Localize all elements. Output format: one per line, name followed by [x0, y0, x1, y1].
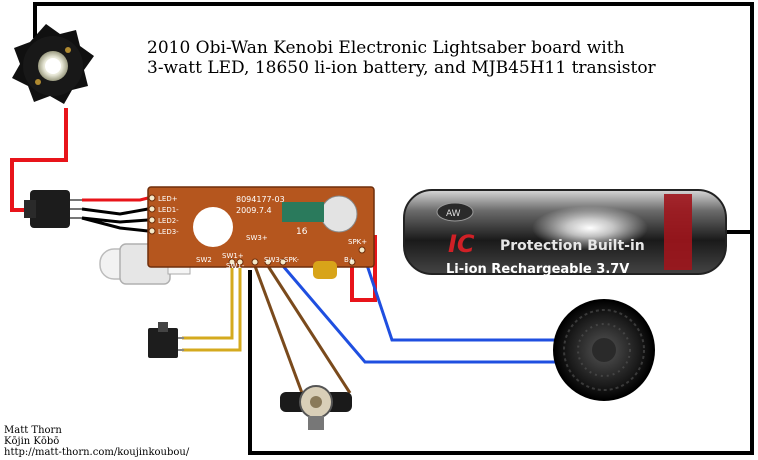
- pad-label-led2: LED2-: [158, 217, 179, 225]
- positive-wire: [10, 108, 377, 302]
- pad-label-sw1-minus: SW1-: [226, 262, 245, 270]
- credit-url: http://matt-thorn.com/koujinkoubou/: [4, 447, 190, 458]
- board-part-number: 8094177-03: [236, 195, 285, 204]
- led-star: [12, 24, 94, 104]
- capacitor: [313, 261, 337, 279]
- diagram-title-line-1: 2010 Obi-Wan Kenobi Electronic Lightsabe…: [147, 38, 625, 58]
- board-date: 2009.7.4: [236, 206, 272, 215]
- clash-sensor-wires: [253, 265, 352, 394]
- push-switch: [148, 322, 184, 358]
- pad-label-sw3-plus: SW3+: [246, 234, 268, 242]
- pcb-board: 8094177-03 2009.7.4 16 LED+ LED1- LED2- …: [147, 186, 375, 279]
- pad-label-led1: LED1-: [158, 206, 179, 214]
- diagram-title-line-2: 3-watt LED, 18650 li-ion battery, and MJ…: [147, 58, 656, 78]
- mounting-hole: [193, 207, 233, 247]
- pad-label-spk-plus: SPK+: [348, 238, 367, 246]
- battery: AW IC Protection Built-in Li-ion Recharg…: [403, 189, 727, 277]
- battery-brand: AW: [446, 209, 461, 219]
- pad-label-led-plus: LED+: [158, 195, 178, 203]
- pad-label-sw3-minus: SW3-: [264, 256, 283, 264]
- battery-logo: IC: [448, 230, 475, 258]
- speaker-wires: [281, 249, 560, 364]
- chip-number: 16: [296, 227, 308, 237]
- pad-label-sw1-plus: SW1+: [222, 252, 244, 260]
- speaker: [553, 299, 655, 401]
- pad-label-spk-minus: SPK-: [284, 256, 300, 264]
- battery-protection: Protection Built-in: [500, 238, 645, 254]
- pad-label-sw2: SW2: [196, 256, 212, 264]
- clash-sensor: [280, 385, 352, 430]
- sound-chip: [320, 195, 358, 233]
- transistor-wires: [81, 196, 149, 233]
- credit-author: Matt Thorn: [4, 425, 62, 436]
- pad-label-led3: LED3-: [158, 228, 179, 236]
- chip-label: [282, 202, 324, 222]
- credit-studio: Kōjin Kōbō: [4, 436, 60, 447]
- pad-label-bat: B+: [344, 256, 355, 264]
- transistor: [24, 190, 82, 228]
- battery-label: Li-ion Rechargeable 3.7V: [446, 262, 629, 277]
- momentary-switch-wires: [182, 266, 242, 352]
